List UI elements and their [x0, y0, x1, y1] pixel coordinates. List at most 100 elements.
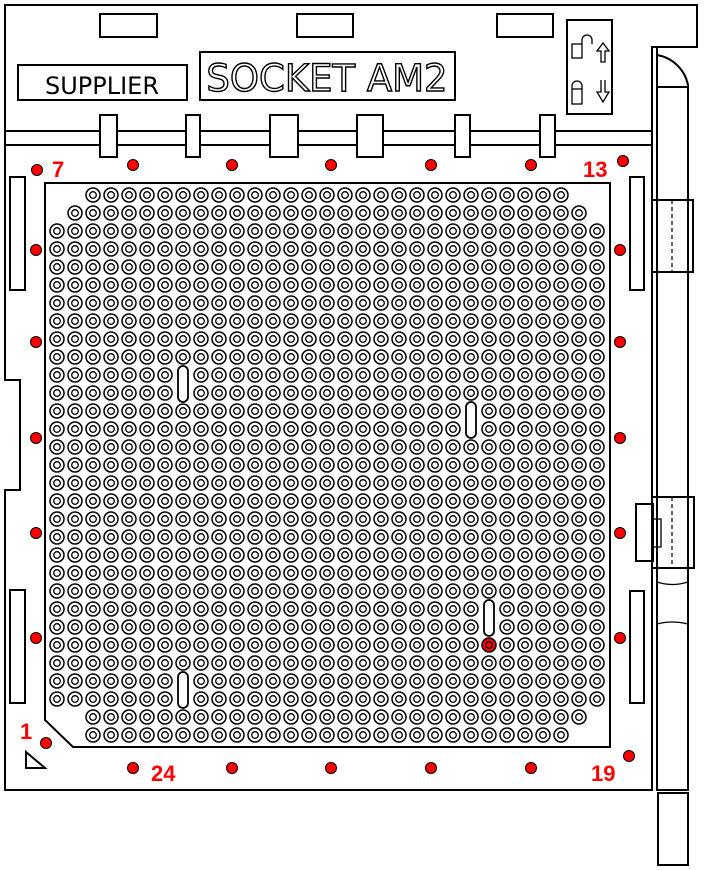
pin [49, 241, 65, 257]
pin [211, 259, 227, 275]
pin [229, 475, 245, 491]
pin [301, 241, 317, 257]
pin [553, 403, 569, 419]
pin [373, 385, 389, 401]
pin [589, 475, 605, 491]
pin [67, 565, 83, 581]
pin [283, 709, 299, 725]
pin [139, 493, 155, 509]
pin [553, 493, 569, 509]
pin [265, 727, 281, 743]
pin [139, 727, 155, 743]
pin [445, 511, 461, 527]
pin [283, 475, 299, 491]
pin [283, 727, 299, 743]
pin [157, 367, 173, 383]
pin [337, 601, 353, 617]
pin [427, 295, 443, 311]
pin [535, 547, 551, 563]
pin [229, 709, 245, 725]
pin [67, 331, 83, 347]
pin [103, 493, 119, 509]
pin [157, 331, 173, 347]
pin [139, 475, 155, 491]
pin [103, 457, 119, 473]
pin [229, 529, 245, 545]
pin [373, 709, 389, 725]
pin [409, 493, 425, 509]
pin [409, 673, 425, 689]
pin [481, 655, 497, 671]
pin [481, 223, 497, 239]
pin [85, 259, 101, 275]
pin [319, 457, 335, 473]
pin [121, 691, 137, 707]
pin [247, 691, 263, 707]
pin [247, 709, 263, 725]
pin [535, 655, 551, 671]
pin [175, 475, 191, 491]
pin [193, 223, 209, 239]
pin [463, 205, 479, 221]
pin [373, 349, 389, 365]
marker-label-24: 24 [151, 761, 176, 786]
socket-lever[interactable] [656, 47, 689, 866]
pin [463, 223, 479, 239]
pin [319, 637, 335, 653]
pin [337, 529, 353, 545]
pin [319, 439, 335, 455]
pin [535, 367, 551, 383]
pin [499, 565, 515, 581]
pin [499, 637, 515, 653]
pin [49, 223, 65, 239]
pin [175, 259, 191, 275]
pin [355, 205, 371, 221]
pin [265, 331, 281, 347]
pin [337, 547, 353, 563]
pin [121, 475, 137, 491]
pin [85, 349, 101, 365]
pin [571, 349, 587, 365]
pin [193, 457, 209, 473]
pin [193, 367, 209, 383]
marker-dot [614, 432, 626, 444]
supplier-label: SUPPLIER [45, 72, 159, 100]
supplier-box [17, 64, 188, 101]
pin [67, 313, 83, 329]
pin [283, 259, 299, 275]
pin [553, 205, 569, 221]
pin [391, 691, 407, 707]
pin [175, 727, 191, 743]
pin [193, 385, 209, 401]
pin [229, 673, 245, 689]
pin [319, 511, 335, 527]
pin [355, 619, 371, 635]
pin [139, 637, 155, 653]
pin [355, 673, 371, 689]
pin [481, 367, 497, 383]
pin [157, 439, 173, 455]
pin [355, 565, 371, 581]
pin [319, 529, 335, 545]
pin [355, 367, 371, 383]
pin [265, 637, 281, 653]
pin [157, 223, 173, 239]
pin [193, 583, 209, 599]
key-slot [177, 365, 189, 403]
pin [535, 421, 551, 437]
key-slot [465, 401, 477, 439]
pin [517, 583, 533, 599]
pin [337, 421, 353, 437]
pin [571, 709, 587, 725]
pin [121, 403, 137, 419]
pin [211, 295, 227, 311]
side-slot [629, 590, 645, 704]
pin [103, 349, 119, 365]
pin [517, 277, 533, 293]
pin [175, 241, 191, 257]
pin [499, 349, 515, 365]
pin [355, 187, 371, 203]
pin [283, 367, 299, 383]
pin [67, 475, 83, 491]
pin [157, 583, 173, 599]
